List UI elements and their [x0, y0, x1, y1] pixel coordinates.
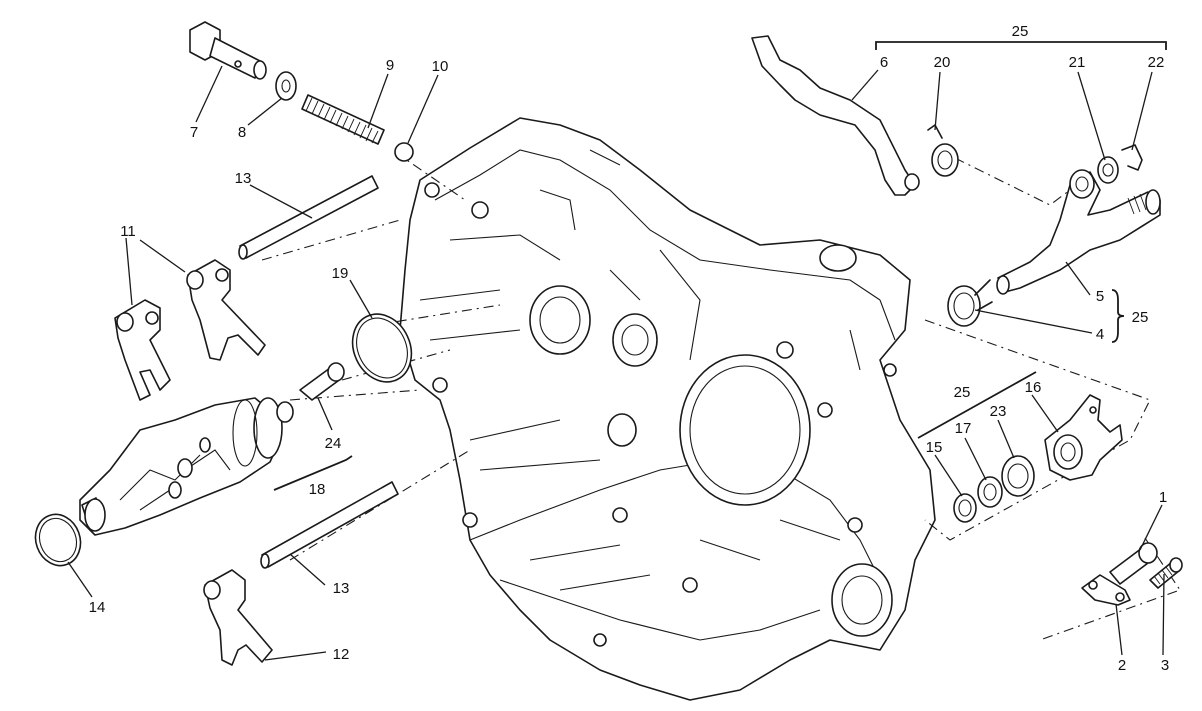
part-8-washer — [275, 71, 297, 101]
callout-1: 1 — [1159, 489, 1167, 506]
part-23-oil-seal — [1001, 455, 1035, 497]
callout-13-lower: 13 — [333, 580, 350, 597]
callout-25-top: 25 — [1012, 23, 1029, 40]
callout-25-mid: 25 — [1132, 309, 1149, 326]
part-6-ratchet-lever — [751, 35, 920, 196]
bracket-18 — [273, 455, 353, 491]
callout-labels: 7 8 9 10 13 11 19 24 18 14 13 12 25 6 20… — [89, 23, 1170, 674]
part-4-spring — [947, 279, 993, 327]
part-15-circlip — [953, 493, 977, 523]
part-22-circlip — [1121, 144, 1143, 171]
part-14-circlip — [34, 513, 82, 567]
part-20-return-spring — [927, 124, 959, 177]
part-19-o-ring — [351, 313, 413, 383]
part-7-pivot-bolt — [189, 21, 267, 80]
callout-15: 15 — [926, 439, 943, 456]
part-11-shift-fork-b — [186, 259, 266, 361]
bracket-25-top — [875, 41, 1167, 50]
part-5-gearshift-shaft — [996, 169, 1161, 295]
callout-19: 19 — [332, 265, 349, 282]
callout-12: 12 — [333, 646, 350, 663]
part-12-shift-fork — [203, 569, 273, 666]
callout-5: 5 — [1096, 288, 1104, 305]
callout-13-upper: 13 — [235, 170, 252, 187]
bracket-25-lower — [917, 371, 1037, 439]
part-16-plate — [1044, 394, 1123, 481]
leader-lines — [67, 65, 1165, 661]
part-24-detent-pin — [299, 362, 345, 401]
callout-7: 7 — [190, 124, 198, 141]
callout-8: 8 — [238, 124, 246, 141]
callout-6: 6 — [880, 54, 888, 71]
part-1-bolt — [1109, 542, 1158, 585]
crankcase-half — [399, 117, 936, 701]
callout-24: 24 — [325, 435, 342, 452]
assembly-guide-lines — [261, 151, 1181, 641]
callout-4: 4 — [1096, 326, 1104, 343]
callout-2: 2 — [1118, 657, 1126, 674]
part-18-shift-drum — [79, 397, 294, 536]
callout-10: 10 — [432, 58, 449, 75]
part-21-washer — [1097, 156, 1119, 184]
part-11-shift-fork-a — [114, 299, 171, 401]
callout-11: 11 — [120, 223, 136, 240]
callout-21: 21 — [1069, 54, 1086, 71]
callout-20: 20 — [934, 54, 951, 71]
part-2-plate — [1081, 574, 1131, 606]
callout-18: 18 — [309, 481, 326, 498]
callout-9: 9 — [386, 57, 394, 74]
part-3-stud — [1149, 557, 1183, 589]
callout-17: 17 — [955, 420, 972, 437]
callout-16: 16 — [1025, 379, 1042, 396]
callout-22: 22 — [1148, 54, 1165, 71]
bracket-25-mid — [1111, 289, 1125, 343]
part-9-spring — [301, 94, 385, 145]
callout-23: 23 — [990, 403, 1007, 420]
callout-3: 3 — [1161, 657, 1169, 674]
callout-14: 14 — [89, 599, 106, 616]
part-17-washer — [977, 476, 1003, 508]
callout-25-lower: 25 — [954, 384, 971, 401]
part-10-ball — [394, 142, 414, 162]
part-13-fork-rod-lower — [260, 481, 399, 569]
